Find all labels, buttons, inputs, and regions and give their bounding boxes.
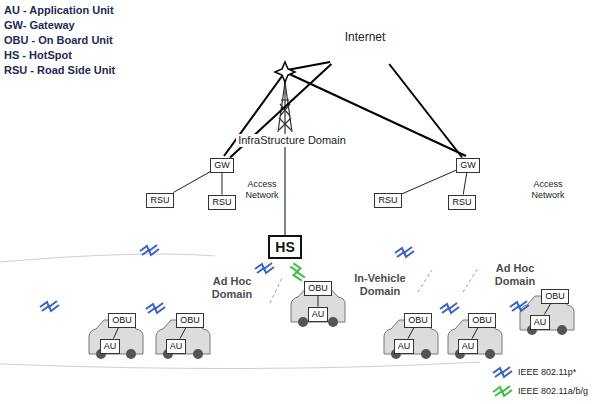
tower-symbol [278,82,292,235]
cloud-shape [278,8,454,63]
connector [317,296,318,307]
legend-zigzag [495,390,512,396]
connector [173,172,210,193]
legend-text: IEEE 802.11p* [518,367,576,378]
abbreviation-note: AU - Application Unit [4,4,114,17]
node-label: AU [534,317,547,328]
abbreviation-note: OBU - On Board Unit [4,34,113,47]
node-label: RSU [452,197,471,208]
node-label: AU [312,309,325,320]
wireless-symbol [440,303,459,313]
gateway-box: GW [210,158,234,173]
node-label: GW [214,160,230,171]
road-line [0,362,480,369]
legend-sample [492,385,514,398]
domain-divider [418,270,432,292]
node-label: RSU [150,195,169,206]
obu-box: OBU [108,313,136,328]
au-box: AU [530,315,551,330]
wireless-symbol [140,245,159,255]
legend-row: IEEE 802.11a/b/g [492,385,588,398]
obu-box: OBU [541,289,569,304]
domain-label: In-Vehicle Domain [348,272,412,298]
node-label: AU [462,341,475,352]
access-network-cloud: Access Network GW RSU RSU [338,132,592,240]
node-label: AU [104,341,117,352]
obu-box: OBU [304,281,332,296]
au-box: AU [166,339,187,354]
road-line [0,254,215,262]
legend-text: IEEE 802.11a/b/g [518,386,588,397]
wireless-symbol [255,263,274,273]
node-label: AU [398,341,411,352]
wireless-symbol [40,301,59,311]
wireless-symbol [395,247,414,257]
gateway-box: GW [456,158,480,173]
cloud-shape [17,142,291,238]
node-label: OBU [180,315,200,326]
connector [544,304,550,315]
domain-label: InfraStructure Domain [236,134,348,147]
legend-row: IEEE 802.11p* [492,366,576,379]
connector [113,328,118,339]
cloud-label: Internet [345,30,386,44]
obu-box: OBU [468,313,496,328]
cloud-label: Access Network [525,179,571,201]
abbreviation-note: HS - HotSpot [4,49,72,62]
node-label: OBU [408,315,428,326]
rsu-box: RSU [448,195,475,210]
connector [180,328,186,339]
legend-zigzag [495,371,512,377]
internet-cloud: Internet [270,2,460,64]
abbreviation-note: RSU - Road Side Unit [4,64,115,77]
cloud-shape [349,142,585,238]
rsu-box: RSU [208,195,235,210]
rsu-box: RSU [374,193,401,208]
wireless-symbol [290,261,306,282]
abbreviation-note: GW- Gateway [4,19,75,32]
wireless-symbol [146,303,165,313]
domain-divider [463,268,478,292]
node-label: GW [460,160,476,171]
node-label: RSU [212,197,231,208]
legend-sample [492,366,514,379]
connector [463,173,467,195]
node-label: HS [275,239,294,255]
obu-box: OBU [404,313,432,328]
rsu-box: RSU [146,193,173,208]
access-network-cloud: Access Network GW RSU RSU [5,132,300,240]
node-label: OBU [112,315,132,326]
au-box: AU [394,339,415,354]
node-label: OBU [308,283,328,294]
wireless-symbol [510,301,529,311]
connector [402,170,457,194]
domain-label: Ad Hoc Domain [489,262,541,288]
obu-box: OBU [176,313,204,328]
au-box: AU [458,339,479,354]
node-label: OBU [472,315,492,326]
hotspot-box: HS [268,235,301,259]
connector [408,328,414,339]
connector [389,64,462,158]
node-label: RSU [378,195,397,206]
node-label: OBU [545,291,565,302]
au-box: AU [308,307,329,322]
au-box: AU [100,339,121,354]
antenna-star [275,62,295,82]
domain-divider [270,276,283,303]
node-label: AU [170,341,183,352]
cloud-label: Access Network [239,179,285,201]
connector [472,328,478,339]
connector [221,173,222,195]
link-line [287,62,330,70]
domain-label: Ad Hoc Domain [206,275,258,301]
